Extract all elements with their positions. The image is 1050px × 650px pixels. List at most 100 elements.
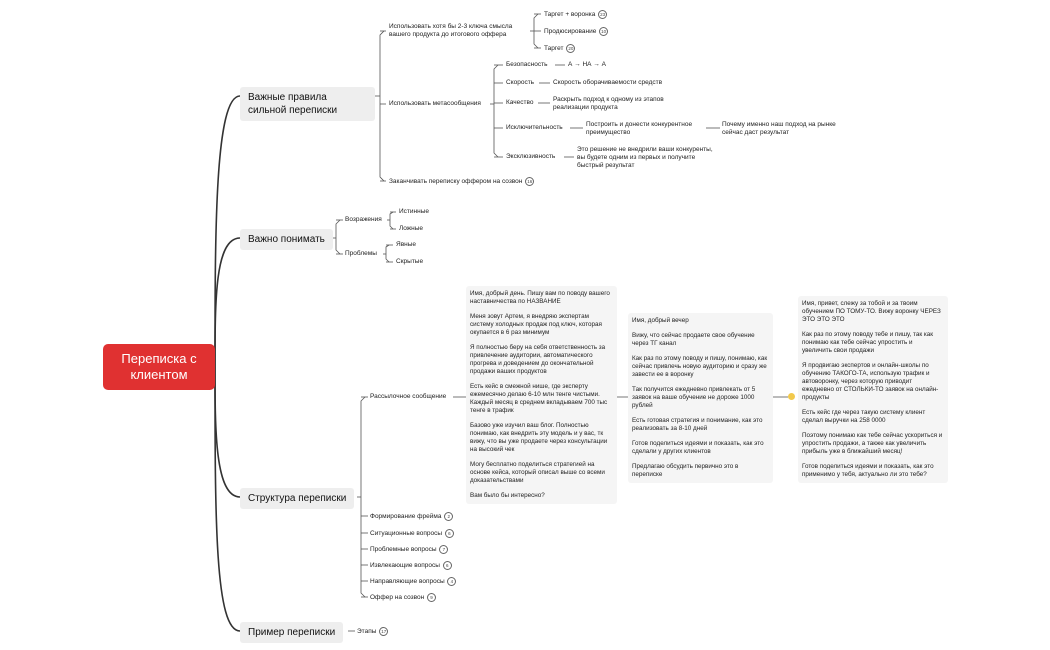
node-key-3-label: Таргет: [544, 45, 564, 53]
node-key-1[interactable]: Таргет + воронка 23: [544, 10, 608, 19]
comment-count-icon: 4: [447, 577, 457, 586]
node-problems-label: Проблемы: [345, 250, 377, 257]
msg1-line: Меня зовут Артем, я внедряю экспертам си…: [470, 313, 602, 336]
node-objection-true-label: Истинные: [399, 208, 429, 215]
node-finish[interactable]: Заканчивать переписку оффером на созвон …: [389, 177, 535, 186]
branch-rules[interactable]: Важные правила сильной переписки: [240, 87, 375, 121]
comment-count-icon: 2: [444, 512, 454, 521]
msg2-line: Имя, добрый вечер: [632, 317, 689, 324]
comment-count-icon: 9: [427, 593, 437, 602]
comment-count-icon: 6: [442, 561, 452, 570]
node-meta-exclusivity-label: Исключительность: [506, 124, 563, 131]
comment-count-icon: 10: [599, 27, 609, 36]
msg2-line: Как раз по этому поводу и пишу, понимаю,…: [632, 355, 768, 378]
node-structure-situational-label: Ситуационные вопросы: [370, 530, 443, 538]
node-structure-frame[interactable]: Формирование фрейма 2: [370, 512, 454, 521]
msg3-line: Готов поделиться идеями и показать, как …: [802, 463, 934, 478]
node-meta[interactable]: Использовать метасообщения: [389, 100, 481, 108]
comment-count-icon: 7: [439, 545, 449, 554]
node-meta-safety[interactable]: Безопасность: [506, 61, 547, 69]
msg3-line: Как раз по этому поводу тебе и пишу, так…: [802, 331, 933, 354]
node-meta-exclusive[interactable]: Эксклюзивность: [506, 153, 555, 161]
node-structure-offer-label: Оффер на созвон: [370, 594, 425, 602]
node-key-3[interactable]: Таргет 20: [544, 44, 576, 53]
node-problem-explicit[interactable]: Явные: [396, 241, 416, 249]
node-objections[interactable]: Возражения: [345, 216, 382, 224]
mailing-message-2[interactable]: Имя, добрый вечер Вижу, что сейчас прода…: [628, 313, 773, 483]
node-stages-label: Этапы: [357, 628, 377, 636]
branch-understand-label: Важно понимать: [248, 234, 325, 245]
branch-example-label: Пример переписки: [248, 627, 336, 638]
msg2-line: Так получится ежедневно привлекать от 5 …: [632, 386, 756, 409]
msg3-line: Есть кейс где через такую систему клиент…: [802, 409, 926, 424]
msg1-line: Имя, добрый день. Пишу вам по поводу ваш…: [470, 290, 610, 305]
node-stages[interactable]: Этапы 17: [357, 627, 389, 636]
node-mailing[interactable]: Рассылочное сообщение: [370, 393, 446, 401]
node-meta-exclusive-detail[interactable]: Это решение не внедрили ваши конкуренты,…: [577, 146, 722, 170]
node-objection-true[interactable]: Истинные: [399, 208, 429, 216]
msg1-line: Я полностью беру на себя ответственность…: [470, 344, 606, 375]
marker-dot-icon: [788, 393, 795, 400]
node-objections-label: Возражения: [345, 216, 382, 223]
node-objection-false[interactable]: Ложные: [399, 225, 423, 233]
node-structure-frame-label: Формирование фрейма: [370, 513, 442, 521]
node-structure-problem[interactable]: Проблемные вопросы 7: [370, 545, 449, 554]
node-meta-quality-label: Качество: [506, 99, 534, 106]
node-finish-label: Заканчивать переписку оффером на созвон: [389, 178, 523, 186]
comment-count-icon: 17: [379, 627, 389, 636]
root-node[interactable]: Переписка с клиентом: [103, 344, 215, 390]
branch-understand[interactable]: Важно понимать: [240, 229, 333, 250]
node-meta-safety-detail[interactable]: А → НА → А: [568, 61, 606, 69]
branch-structure-label: Структура переписки: [248, 493, 347, 504]
node-problem-hidden-label: Скрытые: [396, 258, 424, 265]
node-use-keys-label: Использовать хотя бы 2-3 ключа смысла ва…: [389, 23, 513, 38]
node-meta-quality[interactable]: Качество: [506, 99, 533, 107]
node-structure-extracting-label: Извлекающие вопросы: [370, 562, 440, 570]
node-structure-offer[interactable]: Оффер на созвон 9: [370, 593, 437, 602]
node-problems[interactable]: Проблемы: [345, 250, 377, 258]
node-meta-speed[interactable]: Скорость: [506, 79, 534, 87]
node-structure-guiding[interactable]: Направляющие вопросы 4: [370, 577, 457, 586]
node-meta-speed-label: Скорость: [506, 79, 535, 86]
node-meta-exclusivity-detail[interactable]: Построить и донести конкурентное преимущ…: [586, 121, 706, 137]
node-objection-false-label: Ложные: [399, 225, 424, 232]
node-meta-exclusive-detail-label: Это решение не внедрили ваши конкуренты,…: [577, 146, 713, 169]
node-problem-hidden[interactable]: Скрытые: [396, 258, 423, 266]
node-key-2[interactable]: Продюсирование 10: [544, 27, 609, 36]
node-meta-safety-detail-label: А → НА → А: [568, 61, 606, 68]
comment-count-icon: 16: [525, 177, 535, 186]
mailing-message-3[interactable]: Имя, привет, слежу за тобой и за твоим о…: [798, 296, 948, 483]
msg1-line: Вам было бы интересно?: [470, 492, 545, 499]
node-meta-label: Использовать метасообщения: [389, 100, 481, 107]
msg2-line: Вижу, что сейчас продаете свое обучение …: [632, 332, 755, 347]
node-meta-quality-detail-label: Раскрыть подход к одному из этапов реали…: [553, 96, 664, 111]
msg3-line: Имя, привет, слежу за тобой и за твоим о…: [802, 300, 941, 323]
node-key-2-label: Продюсирование: [544, 28, 597, 36]
node-meta-exclusivity-detail-label: Построить и донести конкурентное преимущ…: [586, 121, 693, 136]
node-problem-explicit-label: Явные: [396, 241, 417, 248]
node-meta-quality-detail[interactable]: Раскрыть подход к одному из этапов реали…: [553, 96, 681, 112]
msg2-line: Готов поделиться идеями и показать, как …: [632, 440, 764, 455]
node-structure-guiding-label: Направляющие вопросы: [370, 578, 445, 586]
node-key-1-label: Таргет + воронка: [544, 11, 596, 19]
node-meta-exclusivity-detail-2-label: Почему именно наш подход на рынке сейчас…: [722, 121, 836, 136]
msg2-line: Есть готовая стратегия и понимание, как …: [632, 417, 763, 432]
comment-count-icon: 20: [566, 44, 576, 53]
msg1-line: Могу бесплатно поделиться стратегией на …: [470, 461, 605, 484]
node-structure-situational[interactable]: Ситуационные вопросы 6: [370, 529, 454, 538]
msg1-line: Есть кейс в смежной нише, где эксперту е…: [470, 383, 608, 414]
node-meta-speed-detail[interactable]: Скорость оборачиваемости средств: [553, 79, 662, 87]
node-meta-exclusivity[interactable]: Исключительность: [506, 124, 563, 132]
msg2-line: Предлагаю обсудить первично это в перепи…: [632, 463, 739, 478]
comment-count-icon: 6: [444, 529, 454, 538]
mailing-message-1[interactable]: Имя, добрый день. Пишу вам по поводу ваш…: [466, 286, 617, 504]
node-use-keys[interactable]: Использовать хотя бы 2-3 ключа смысла ва…: [389, 23, 529, 39]
msg1-line: Базово уже изучил ваш блог. Полностью по…: [470, 422, 608, 453]
root-label: Переписка с клиентом: [121, 351, 197, 382]
branch-structure[interactable]: Структура переписки: [240, 488, 355, 509]
node-structure-extracting[interactable]: Извлекающие вопросы 6: [370, 561, 452, 570]
node-meta-safety-label: Безопасность: [506, 61, 548, 68]
node-meta-exclusivity-detail-2[interactable]: Почему именно наш подход на рынке сейчас…: [722, 121, 847, 137]
branch-example[interactable]: Пример переписки: [240, 622, 344, 643]
